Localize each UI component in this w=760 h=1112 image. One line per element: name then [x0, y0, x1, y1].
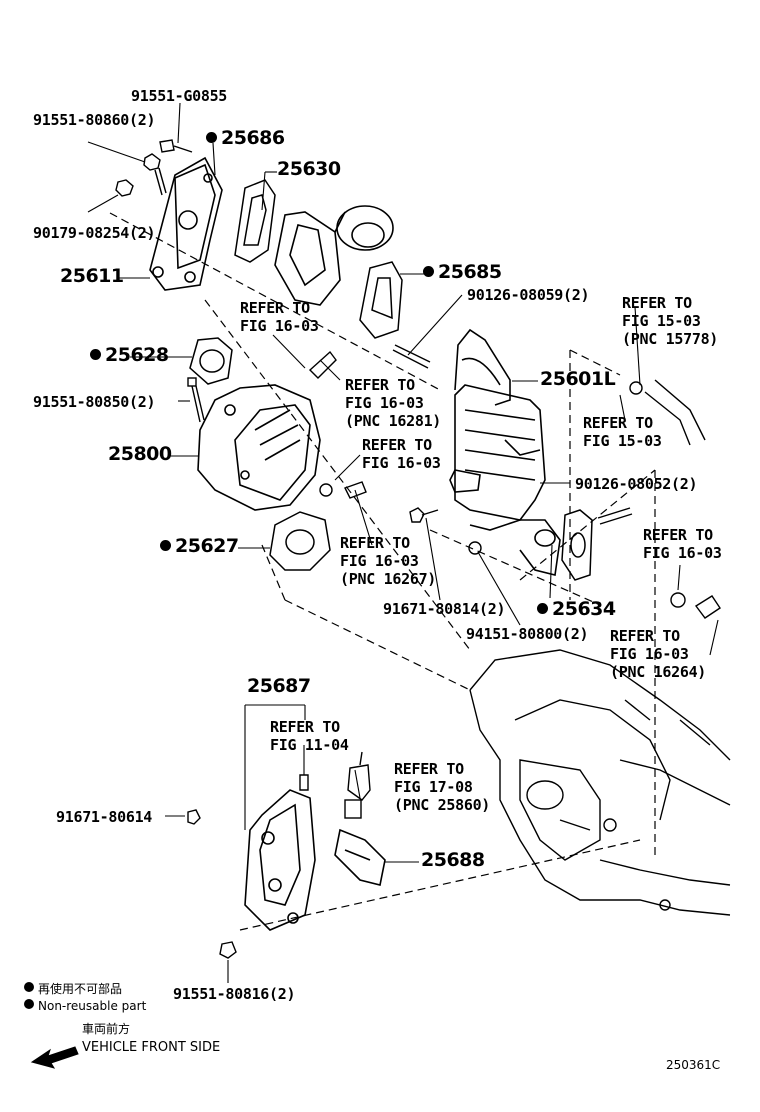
stud-90126-08059	[392, 344, 431, 369]
legend-front-jp: 車両前方	[82, 1022, 131, 1036]
label-25685: 25685	[423, 263, 502, 282]
front-arrow-icon	[30, 1046, 79, 1069]
non-reusable-dot-icon	[206, 132, 217, 143]
sensor-part	[344, 751, 371, 819]
non-reusable-dot-icon	[160, 540, 171, 551]
small-fasteners	[115, 139, 482, 959]
gasket-25685	[359, 261, 403, 339]
label-91671-80814: 91671-80814(2)	[383, 600, 506, 618]
legend-non-reusable-jp: 再使用不可部品	[24, 980, 122, 997]
label-25800: 25800	[108, 443, 172, 465]
label-25601L: 25601L	[540, 368, 616, 390]
label-90126-08059: 90126-08059(2)	[467, 286, 590, 304]
hoses	[308, 350, 721, 619]
gasket-25686	[234, 179, 276, 263]
egr-valve-25630	[274, 205, 394, 306]
label-25634: 25634	[537, 600, 616, 619]
label-25686: 25686	[206, 129, 285, 148]
label-91551-80816: 91551-80816(2)	[173, 985, 296, 1003]
label-25687: 25687	[247, 675, 311, 697]
flange-25611	[149, 156, 223, 291]
gasket-25628	[189, 337, 233, 385]
bracket-25688	[334, 828, 386, 886]
figure-code: 250361C	[666, 1058, 721, 1072]
engine-block	[469, 649, 731, 916]
label-25628: 25628	[90, 346, 169, 365]
egr-cooler-25601L	[449, 328, 561, 576]
label-91671-80614: 91671-80614	[56, 808, 153, 826]
legend-non-reusable-en: Non-reusable part	[24, 999, 146, 1013]
non-reusable-dot-icon	[90, 349, 101, 360]
label-91551-g0855: 91551-G0855	[131, 87, 228, 105]
label-25630: 25630	[277, 158, 341, 180]
non-reusable-dot-icon	[24, 982, 34, 992]
gasket-25627	[269, 511, 331, 571]
gasket-25634	[561, 509, 593, 581]
stud-90126-08052	[597, 507, 633, 525]
non-reusable-dot-icon	[537, 603, 548, 614]
non-reusable-dot-icon	[24, 999, 34, 1009]
label-94151-80800: 94151-80800(2)	[466, 625, 589, 643]
label-90179-08254: 90179-08254(2)	[33, 224, 156, 242]
label-91551-80850: 91551-80850(2)	[33, 393, 156, 411]
non-reusable-dot-icon	[423, 266, 434, 277]
label-90126-08052: 90126-08052(2)	[575, 475, 698, 493]
bracket-25687	[244, 789, 316, 931]
label-25627: 25627	[160, 537, 239, 556]
label-91551-80860: 91551-80860(2)	[33, 111, 156, 129]
label-25688: 25688	[421, 849, 485, 871]
legend-front-en: VEHICLE FRONT SIDE	[82, 1040, 221, 1055]
label-25611: 25611	[60, 265, 124, 287]
bolt-91551-80850	[187, 377, 205, 423]
throttle-body-25800	[197, 384, 321, 511]
